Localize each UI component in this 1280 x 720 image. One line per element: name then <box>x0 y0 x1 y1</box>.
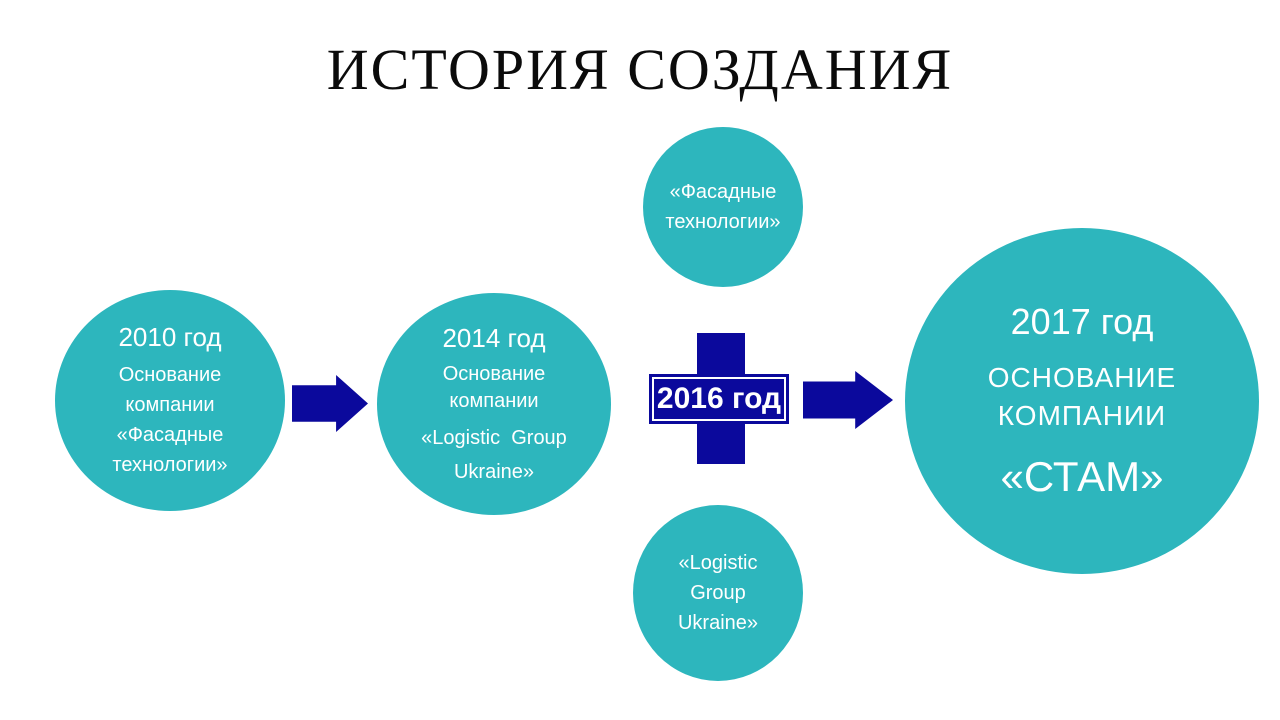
circle-logistic-group: «Logistic Group Ukraine» <box>633 505 803 681</box>
company-2014-name-line1: «Logistic Group <box>421 426 567 449</box>
company-2014-label: Основание компании <box>442 362 546 412</box>
circle-2014-stage: 2014 год Основание компании «Logistic Gr… <box>377 293 611 515</box>
year-2016-box: 2016 год <box>652 377 786 421</box>
facade-technologies-label: «Фасадные технологии» <box>665 181 781 233</box>
stam-company-label: «СТАМ» <box>1000 453 1164 500</box>
company-2014-name-line2: Ukraine» <box>453 460 535 483</box>
right-arrow-icon <box>292 375 368 432</box>
year-2010-label: 2010 год <box>118 321 222 352</box>
right-arrow-icon <box>803 371 893 429</box>
circle-facade-technologies: «Фасадные технологии» <box>643 127 803 287</box>
year-2016-label: 2016 год <box>656 382 782 415</box>
year-2014-label: 2014 год <box>442 322 546 353</box>
company-2010-label: Основание компании «Фасадные технологии» <box>112 363 228 476</box>
year-2017-label: 2017 год <box>1010 301 1154 342</box>
foundation-label: ОСНОВАНИЕ КОМПАНИИ <box>987 362 1177 431</box>
circle-2010-stage: 2010 год Основание компании «Фасадные те… <box>55 290 285 511</box>
circle-2017-stage: 2017 год ОСНОВАНИЕ КОМПАНИИ «СТАМ» <box>905 228 1259 574</box>
logistic-group-label: «Logistic Group Ukraine» <box>677 552 759 634</box>
page-title: ИСТОРИЯ СОЗДАНИЯ <box>326 37 954 102</box>
